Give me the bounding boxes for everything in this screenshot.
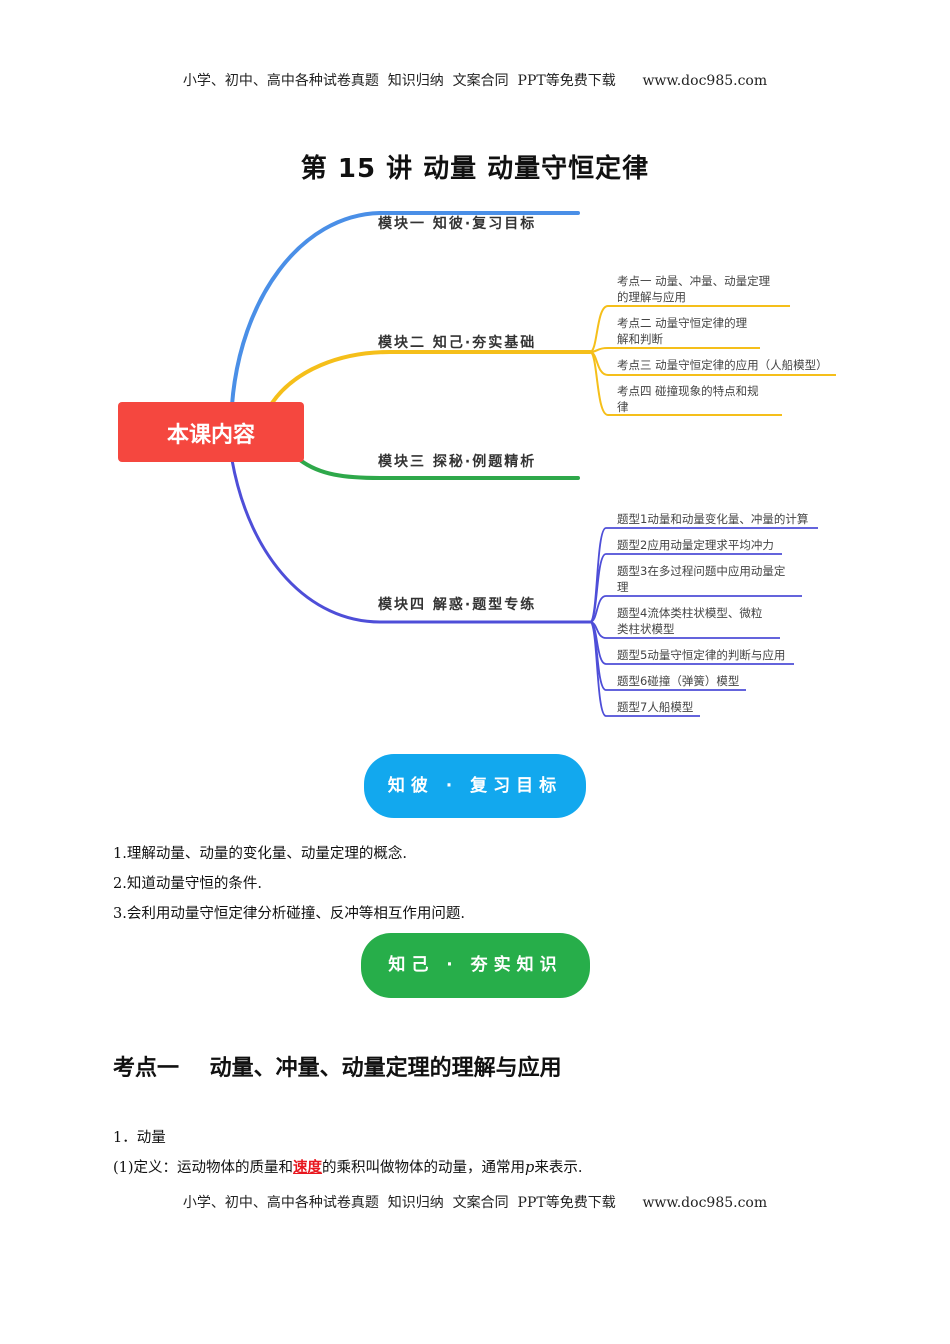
topic-label: 解和判断 xyxy=(617,332,663,346)
review-goals-banner: 知彼 · 复习目标 xyxy=(364,754,586,818)
page-header: 小学、初中、高中各种试卷真题 知识归纳 文案合同 PPT等免费下载 www.do… xyxy=(182,73,768,89)
question-type-label: 题型3在多过程问题中应用动量定 xyxy=(617,564,786,578)
question-type-label: 题型7人船模型 xyxy=(617,700,693,714)
topic-label: 律 xyxy=(617,400,629,414)
question-type-label: 题型5动量守恒定律的判断与应用 xyxy=(617,648,785,662)
item-heading: 1．动量 xyxy=(113,1130,166,1146)
question-type-label: 题型2应用动量定理求平均冲力 xyxy=(617,538,774,552)
goal-item: 2.知道动量守恒的条件. xyxy=(113,876,262,892)
root-node xyxy=(118,402,304,462)
topic-label: 考点三 动量守恒定律的应用（人船模型） xyxy=(617,358,828,372)
definition-suffix: 来表示. xyxy=(534,1160,583,1176)
branch-label: 模块四 解惑·题型专练 xyxy=(378,596,536,613)
goal-item: 1.理解动量、动量的变化量、动量定理的概念. xyxy=(113,846,407,862)
lecture-title: 第 15 讲 动量 动量守恒定律 xyxy=(300,154,650,184)
branch-line xyxy=(270,350,592,405)
question-type-label: 题型4流体类柱状模型、微粒 xyxy=(617,606,762,620)
branch-label: 模块一 知彼·复习目标 xyxy=(378,215,536,232)
topic-label: 的理解与应用 xyxy=(617,290,686,304)
root-label: 本课内容 xyxy=(167,422,255,448)
topic-label: 考点二 动量守恒定律的理 xyxy=(617,316,748,330)
branch-line xyxy=(298,458,580,480)
question-type-label: 类柱状模型 xyxy=(617,622,675,636)
sub-branch-line xyxy=(589,553,782,623)
branch-line xyxy=(230,458,592,624)
knowledge-banner: 知己 · 夯实知识 xyxy=(361,933,590,998)
sub-branch-line xyxy=(589,595,802,623)
branch-label: 模块二 知己·夯实基础 xyxy=(378,334,536,351)
question-type-label: 题型6碰撞（弹簧）模型 xyxy=(617,674,739,688)
topic-label: 考点四 碰撞现象的特点和规 xyxy=(617,384,759,398)
question-type-label: 理 xyxy=(617,580,629,594)
topic-label: 考点一 动量、冲量、动量定理 xyxy=(617,274,771,288)
branch-line xyxy=(230,211,580,407)
sub-branch-line xyxy=(589,305,790,353)
definition-paragraph: (1)定义：运动物体的质量和速度的乘积叫做物体的动量，通常用p来表示. xyxy=(113,1156,582,1177)
sub-branch-line xyxy=(589,621,700,717)
definition-middle: 的乘积叫做物体的动量，通常用 xyxy=(322,1160,526,1176)
page-footer: 小学、初中、高中各种试卷真题 知识归纳 文案合同 PPT等免费下载 www.do… xyxy=(182,1195,768,1211)
sub-branch-line xyxy=(589,351,782,416)
question-type-label: 题型1动量和动量变化量、冲量的计算 xyxy=(617,512,808,526)
momentum-symbol: p xyxy=(525,1160,535,1176)
definition-prefix: (1)定义：运动物体的质量和 xyxy=(113,1160,294,1176)
goal-item: 3.会利用动量守恒定律分析碰撞、反冲等相互作用问题. xyxy=(113,906,465,922)
highlight-term: 速度 xyxy=(293,1159,323,1176)
section-heading: 考点一 动量、冲量、动量定理的理解与应用 xyxy=(113,1056,562,1081)
branch-label: 模块三 探秘·例题精析 xyxy=(378,453,536,470)
sub-branch-line xyxy=(589,347,760,353)
